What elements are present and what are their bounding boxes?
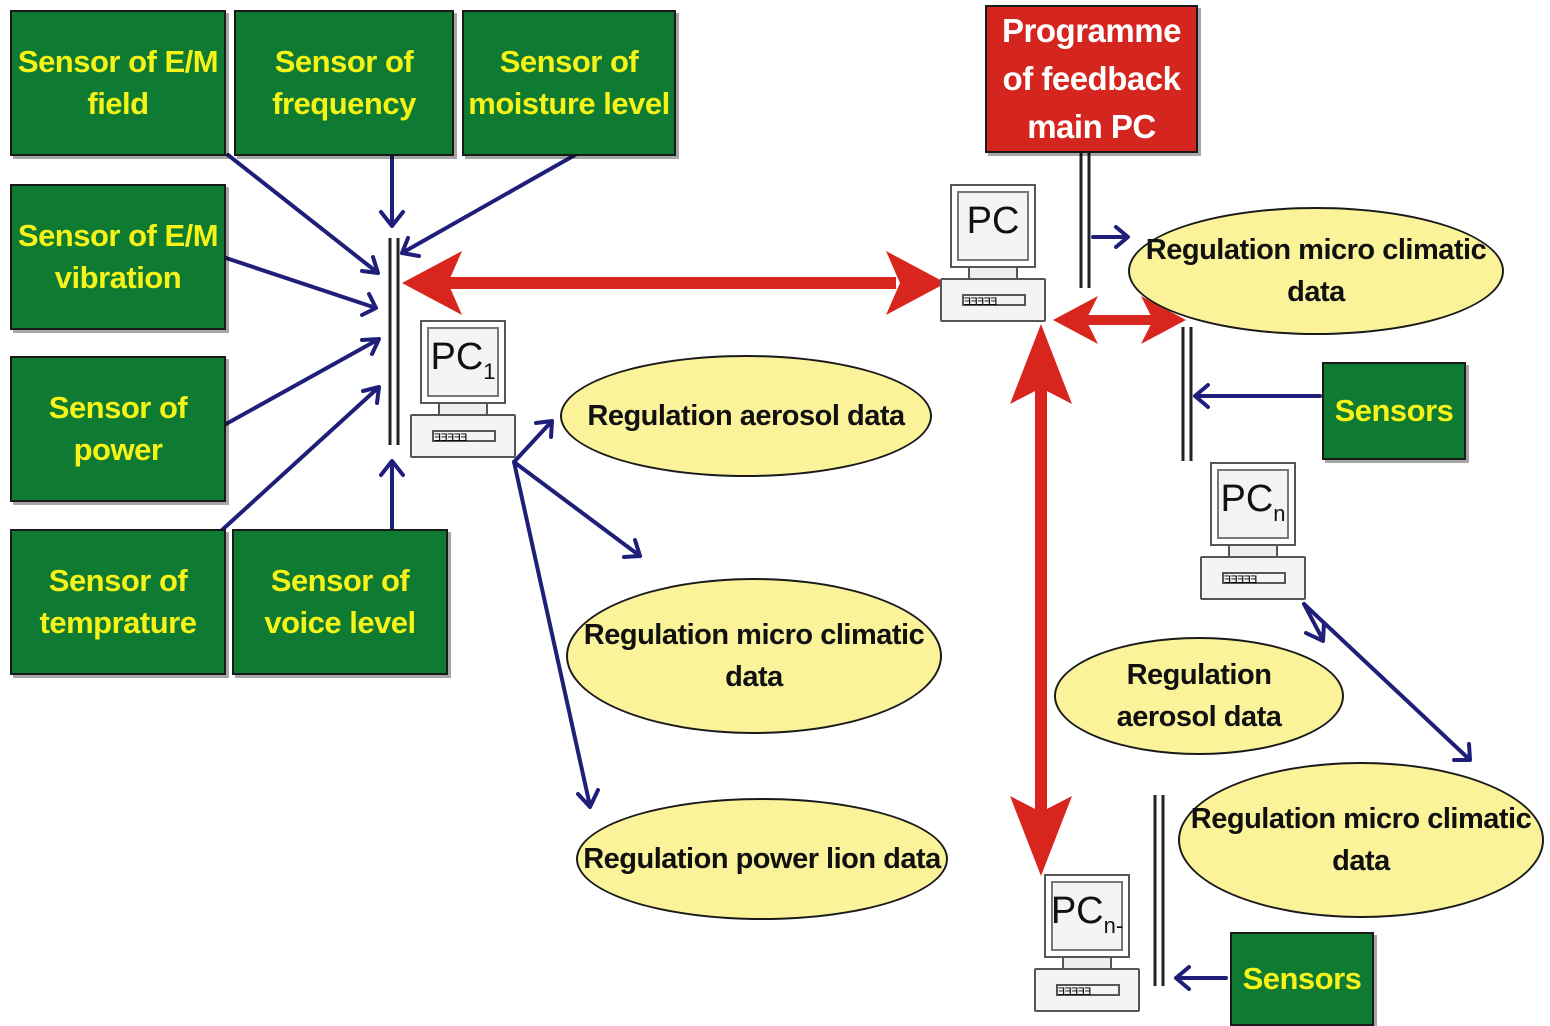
arrow-pc1-aerosol (512, 419, 554, 464)
pcn1-icon: PCn-1 (1034, 874, 1140, 1014)
arrow-temperature (220, 385, 381, 532)
pcn-regulation-aerosol: Regulation aerosol data (1054, 637, 1344, 755)
arrow-pcn-aerosol (1302, 602, 1326, 643)
pc1-regulation-power-lion: Regulation power lion data (576, 798, 948, 920)
red-arrow-main-pcn1 (1010, 324, 1072, 876)
sensor-em-field: Sensor of E/M field (10, 10, 226, 156)
sensors-box-pcn1: Sensors (1230, 932, 1374, 1026)
main-program-box: Programme of feedback main PC (985, 5, 1198, 153)
arrow-frequency (379, 153, 405, 228)
sensor-voice-level: Sensor of voice level (232, 529, 448, 675)
arrow-em-vibration (224, 256, 378, 317)
pc-main-label: PC (966, 200, 1020, 242)
arrow-voice (379, 459, 405, 532)
arrow-pc1-microclimatic (512, 460, 642, 559)
sensor-temperature: Sensor of temprature (10, 529, 226, 675)
pc1-regulation-aerosol: Regulation aerosol data (560, 355, 932, 477)
pcn-regulation-micro-climatic: Regulation micro climatic data (1178, 762, 1544, 918)
arrow-pc1-powerlion (512, 460, 600, 809)
arrow-sensors-main (1193, 383, 1322, 409)
pcn1-label: PC (1050, 890, 1104, 932)
sensors-box-main: Sensors (1322, 362, 1466, 460)
main-regulation-micro-climatic: Regulation micro climatic data (1128, 207, 1504, 335)
pc-main-icon: PC (940, 184, 1046, 324)
pcn-subscript: n (1273, 501, 1286, 526)
pc1-icon: PC1 (410, 320, 516, 460)
arrow-program-climatic (1091, 225, 1130, 249)
pc1-label: PC (430, 336, 484, 378)
pcn-icon: PCn (1200, 462, 1306, 602)
arrow-sensors-pcn1 (1174, 965, 1228, 991)
arrow-em-field (226, 153, 380, 275)
arrow-power (224, 337, 381, 426)
arrow-pcn-climatic (1302, 602, 1472, 762)
sensor-em-vibration: Sensor of E/M vibration (10, 184, 226, 330)
sensor-moisture-level: Sensor of moisture level (462, 10, 676, 156)
pcn-label: PC (1220, 478, 1274, 520)
arrow-moisture (400, 153, 577, 258)
pc1-subscript: 1 (483, 359, 496, 384)
sensor-frequency: Sensor of frequency (234, 10, 454, 156)
red-arrow-pc1-main (402, 251, 946, 315)
pc1-regulation-micro-climatic: Regulation micro climatic data (566, 578, 942, 734)
sensor-power: Sensor of power (10, 356, 226, 502)
